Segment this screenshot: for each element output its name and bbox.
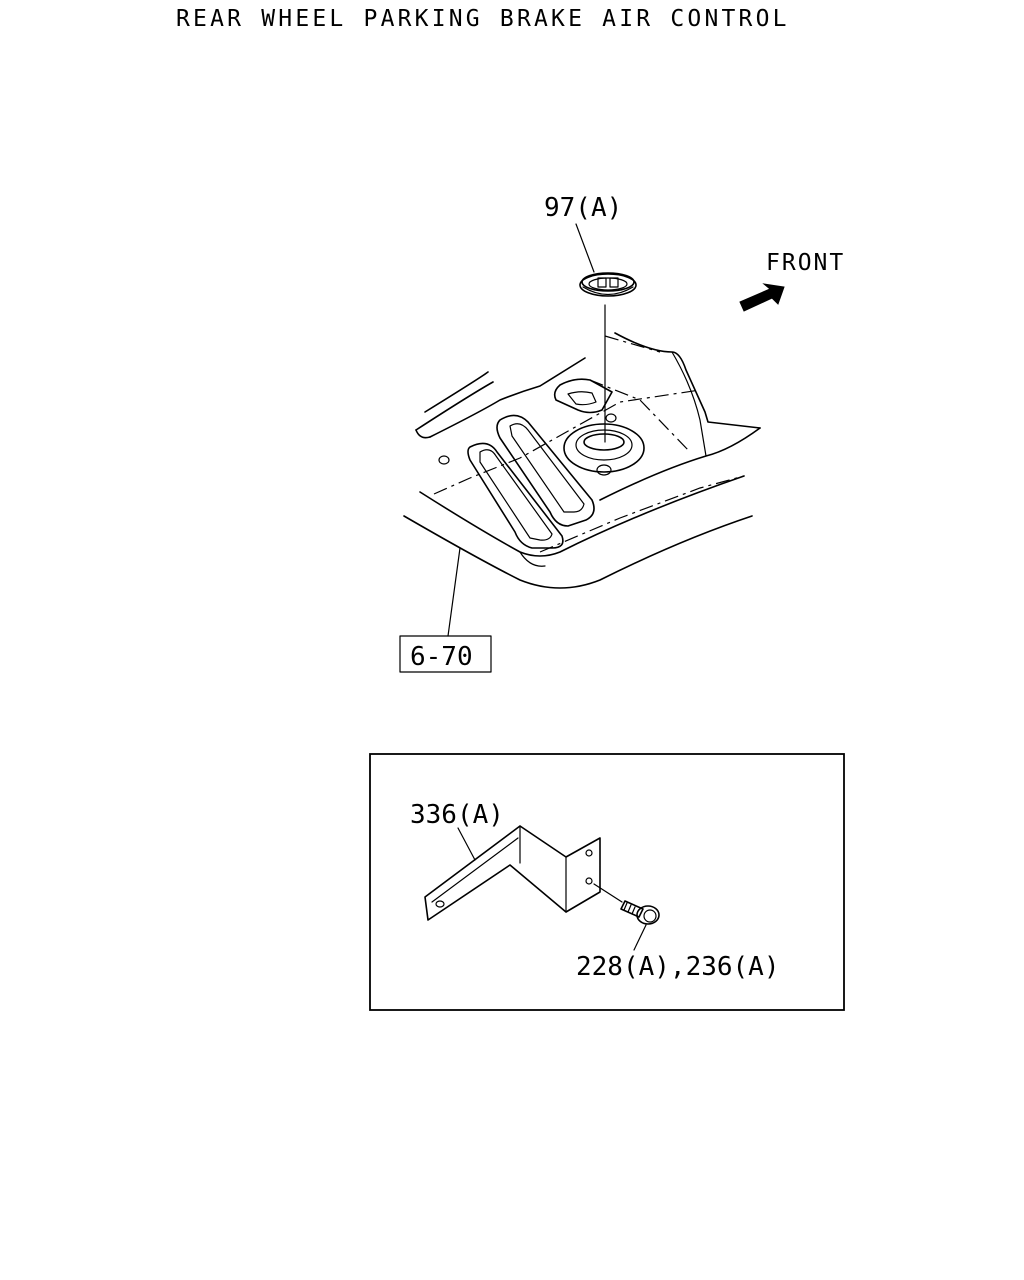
bolt-leader — [633, 924, 647, 951]
bolt-callout: 228(A),236(A) — [576, 952, 780, 982]
bracket-part — [424, 825, 601, 921]
grommet-leader — [575, 223, 595, 273]
floor-ref-box — [399, 635, 492, 673]
detail-inset-frame — [369, 753, 845, 1011]
diagram-title: REAR WHEEL PARKING BRAKE AIR CONTROL — [176, 6, 790, 32]
front-arrow-icon — [739, 283, 785, 312]
bracket-leader — [457, 827, 476, 861]
floor-ref-leader — [447, 547, 461, 637]
grommet-part — [579, 272, 637, 297]
grommet-callout: 97(A) — [544, 193, 622, 223]
bracket-callout: 336(A) — [410, 800, 504, 830]
bolt-install-line — [593, 883, 623, 903]
floor-panel — [403, 332, 761, 589]
bolt-part — [620, 900, 660, 925]
front-label: FRONT — [766, 250, 845, 276]
floor-ref-callout: 6-70 — [410, 642, 473, 672]
